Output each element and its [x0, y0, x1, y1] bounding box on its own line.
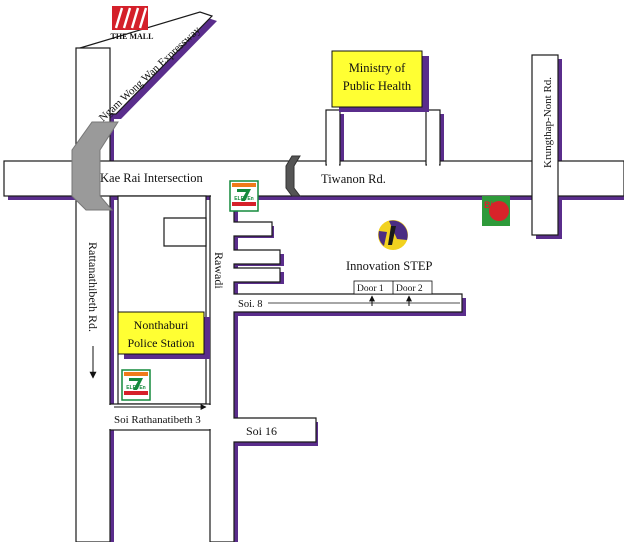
seven-eleven-text: ELEVEn: [234, 196, 253, 202]
rawadi-road: [209, 195, 463, 542]
mall-logo-icon: THE MALL: [111, 6, 154, 41]
ministry-line-1: Ministry of: [349, 61, 406, 75]
seven-eleven-icon: ELEVEn: [229, 180, 259, 212]
soi-16-label: Soi 16: [246, 424, 277, 438]
police-box: Nonthaburi Police Station: [117, 311, 210, 359]
ministry-access-road: [425, 109, 441, 166]
tiwanon-label: Tiwanon Rd.: [321, 172, 386, 186]
soi-stub: [163, 217, 207, 247]
tiwanon-flyover: [285, 155, 301, 197]
rattanathibeth-label: Rattanathibeth Rd.: [86, 242, 100, 332]
ministry-line-2: Public Health: [343, 79, 412, 93]
soi-8-label: Soi. 8: [238, 299, 263, 310]
kae-rai-flyover: [71, 121, 119, 211]
doors: Door 1 Door 2: [353, 280, 433, 306]
mall-caption: THE MALL: [111, 32, 154, 41]
ministry-box: Ministry of Public Health: [331, 50, 429, 112]
soi-rathanatibeth-3: [109, 403, 211, 431]
krungthap-nont-label: Krungthap-Nont Rd.: [542, 77, 554, 168]
police-line-2: Police Station: [128, 336, 195, 350]
big-c-text: Big: [484, 200, 499, 210]
soi-rathanatibeth-3-label: Soi Rathanatibeth 3: [114, 414, 201, 426]
rawadi-label: Rawadi: [212, 252, 226, 289]
seven-eleven-icon: ELEVEn: [121, 369, 151, 401]
kae-rai-label: Kae Rai Intersection: [100, 171, 203, 185]
krungthap-nont-road: [531, 54, 559, 236]
big-c-icon: Big: [482, 196, 510, 226]
ministry-access-road: [325, 109, 341, 166]
door-1-label: Door 1: [357, 284, 384, 294]
police-line-1: Nonthaburi: [134, 318, 189, 332]
innovation-step-logo-icon: [378, 220, 408, 250]
seven-eleven-text: ELEVEn: [126, 385, 145, 391]
innovation-step-label: Innovation STEP: [346, 259, 433, 273]
door-2-label: Door 2: [396, 284, 423, 294]
